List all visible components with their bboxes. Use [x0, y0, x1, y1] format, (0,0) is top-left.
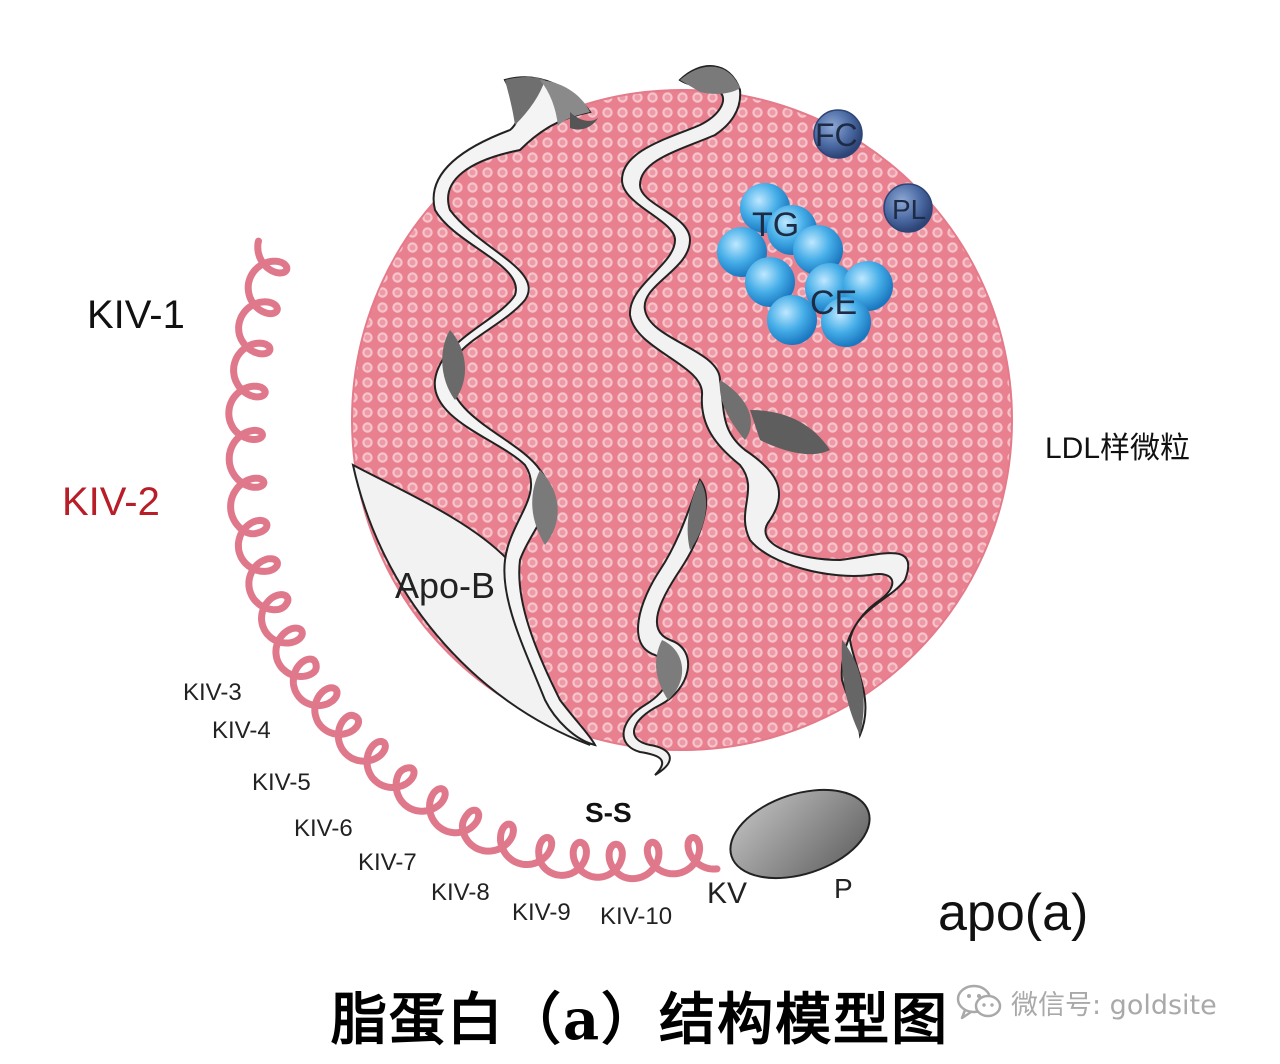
label-apo-b: Apo-B — [395, 565, 495, 606]
wechat-watermark: 微信号: goldsite — [955, 982, 1217, 1022]
figure-caption: 脂蛋白（a）结构模型图 — [330, 987, 950, 1053]
label-ldl-particle: LDL样微粒 — [1045, 432, 1190, 465]
label-kiv-1: KIV-1 — [87, 293, 185, 337]
label-kv: KV — [707, 877, 747, 910]
label-kiv-4: KIV-4 — [212, 717, 271, 744]
lipid-pl-ball — [883, 183, 933, 233]
watermark-text: 微信号: goldsite — [1011, 989, 1217, 1021]
label-kiv-7: KIV-7 — [358, 849, 417, 876]
label-p: P — [834, 873, 853, 904]
label-fc: FC — [815, 117, 858, 153]
apo-b-ribbon-lower — [622, 477, 708, 776]
label-kiv-9: KIV-9 — [512, 899, 571, 926]
label-pl: PL — [892, 194, 926, 225]
label-disulfide-bond: S-S — [585, 797, 632, 828]
label-kiv-6: KIV-6 — [294, 815, 353, 842]
label-kiv-8: KIV-8 — [431, 879, 490, 906]
label-ce: CE — [810, 284, 857, 322]
label-kiv-10: KIV-10 — [600, 903, 672, 930]
label-kiv-5: KIV-5 — [252, 769, 311, 796]
wechat-icon — [956, 984, 1002, 1020]
apo-b-ribbon-middle — [620, 65, 910, 739]
lipid-fc-ball — [813, 109, 863, 159]
label-kiv-2: KIV-2 — [62, 480, 160, 524]
protease-domain-ellipse — [729, 788, 871, 880]
label-tg: TG — [752, 206, 799, 244]
apo-b-ribbon-left — [432, 76, 598, 747]
label-kiv-3: KIV-3 — [183, 679, 242, 706]
kringle-coil — [225, 237, 721, 883]
label-apo-a: apo(a) — [938, 884, 1088, 942]
lipid-tg-ce-cluster — [717, 183, 893, 347]
